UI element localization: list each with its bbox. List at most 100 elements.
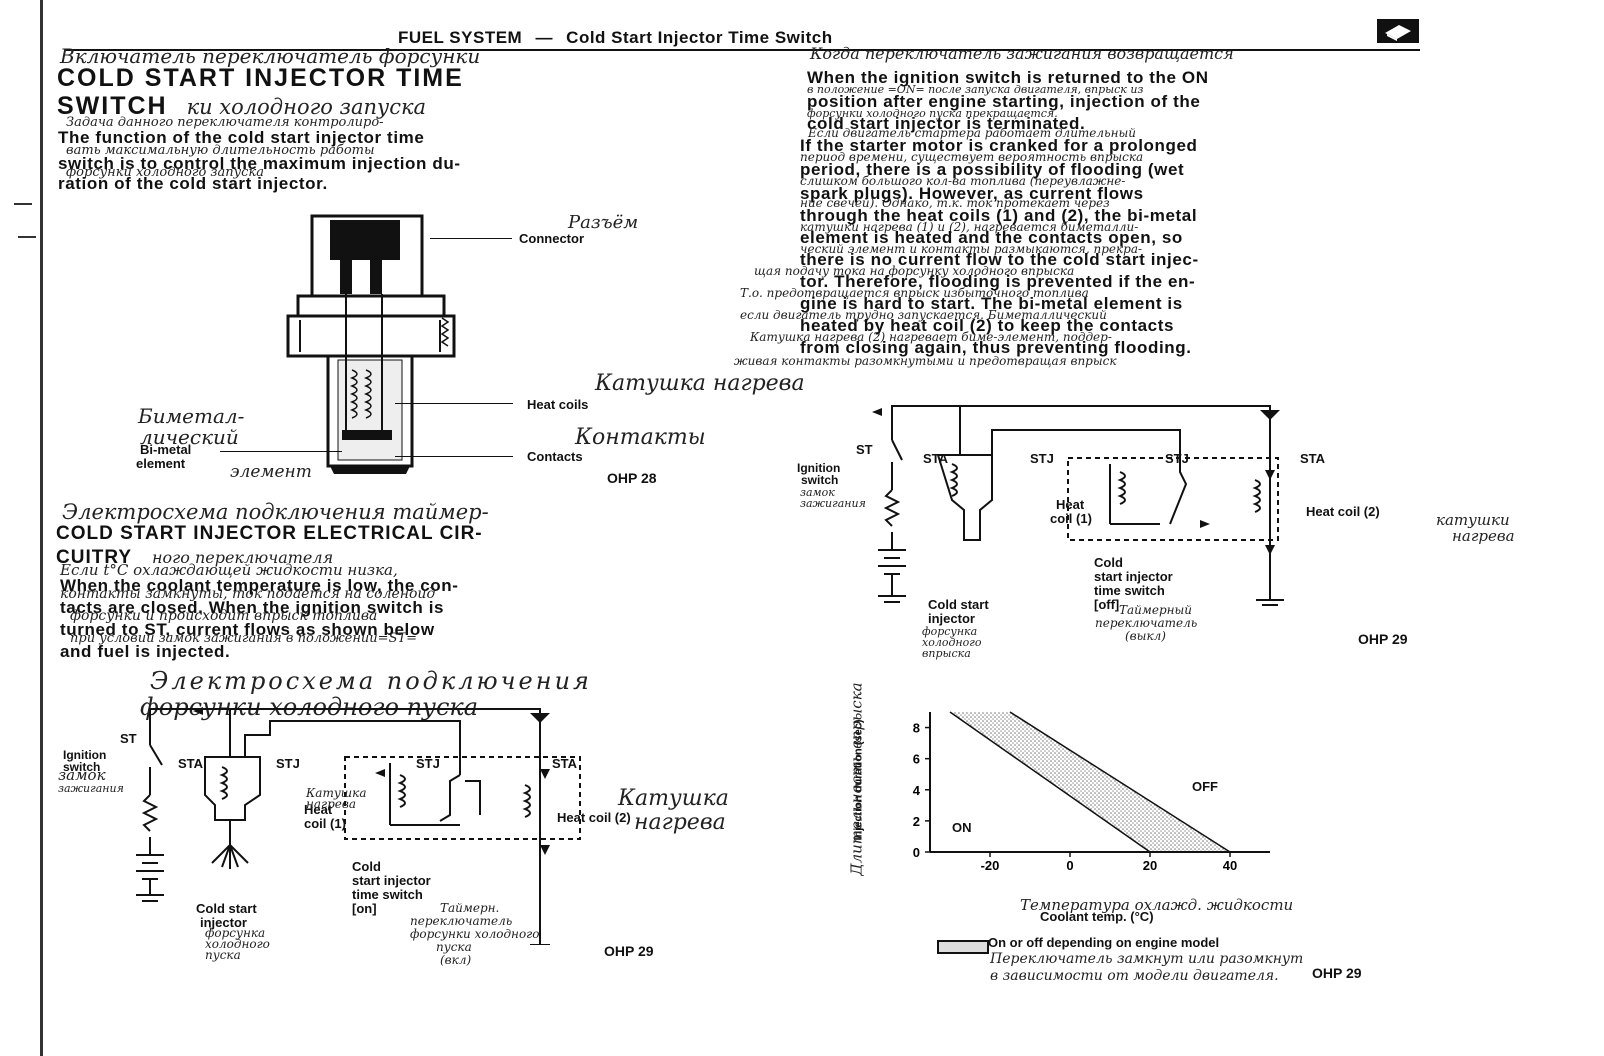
diag1-ignition: Ignition (63, 748, 107, 762)
sec2-line-3: turned to ST, current flows as shown bel… (60, 620, 435, 639)
leader-heat-coils (395, 403, 513, 404)
diag1-cold-switch: Cold start injector time switch [on] (352, 860, 431, 916)
diag2-ci-2: injector (928, 611, 975, 626)
diag1-csh-4: пуска (436, 940, 472, 954)
header-section: FUEL SYSTEM (398, 28, 523, 47)
diag2-cold-switch: Cold start injector time switch [off] (1094, 556, 1173, 612)
diag2-ci-1: Cold start (928, 597, 989, 612)
label-connector: Connector (519, 231, 584, 246)
section2-title-line1: COLD START INJECTOR ELECTRICAL CIR- (56, 523, 483, 544)
diag2-cs-3: time switch (1094, 583, 1165, 598)
diag1-heat2-hand-1: Катушка (618, 786, 729, 811)
chart-x-tick-label: 40 (1223, 858, 1237, 873)
p2-line-5: element is heated and the contacts open,… (800, 228, 1183, 247)
sec2-line-2: tacts are closed. When the ignition swit… (60, 598, 445, 617)
header-rule (66, 49, 1420, 51)
diag1-heat2-hand-2: нагрева (634, 810, 726, 835)
p2-line-2: period, there is a possibility of floodi… (800, 160, 1185, 179)
chart-xlabel-hand: Температура охлажд. жидкости (1020, 896, 1294, 914)
chart-on-label: ON (952, 820, 972, 835)
diag1-ci-hand: форсунка холодного пуска (205, 926, 270, 962)
p2-line-7: tor. Therefore, flooding is prevented if… (800, 272, 1196, 291)
intro-line-3: ration of the cold start injector. (58, 174, 328, 193)
chart-x-tick-label: 0 (1066, 858, 1073, 873)
diag1-switch: switch (63, 760, 101, 774)
diag1-ci-2: injector (200, 915, 247, 930)
chart-y-tick-label: 4 (913, 783, 921, 798)
chart-x-tick-label: 20 (1143, 858, 1157, 873)
diag1-csh-2: переключатель (410, 914, 513, 928)
hand-p2-4: ние свечей). Однако, т.к. ток протекает … (800, 196, 1110, 210)
diag1-csh-1: Таймерн. (440, 901, 500, 915)
diag2-cs-1: Cold (1094, 555, 1123, 570)
hand-sec2-4: при условии замок зажигания в положении=… (70, 631, 418, 646)
diag2-stj1: STJ (1030, 451, 1054, 466)
intro-line-2: switch is to control the maximum injecti… (58, 154, 461, 173)
diag1-heat1-hand-2: нагрева (306, 797, 357, 811)
diag1-heat2-hand: Катушка нагрева (618, 787, 729, 835)
switch-cutaway-drawing (286, 214, 456, 474)
hand-p2-2: период времени, существует вероятность в… (800, 150, 1144, 164)
p2-line-1: If the starter motor is cranked for a pr… (800, 136, 1198, 155)
section-title: COLD START INJECTOR TIME SWITCH ки холод… (57, 64, 464, 121)
diag1-ign-hand: замок зажигания (58, 768, 124, 796)
hand-caption-2: форсунки холодного пуска (140, 693, 479, 721)
sec2-line-1: When the coolant temperature is low, the… (60, 576, 459, 595)
hand-sec2-2: контакты замкнуты, ток подается на солен… (60, 586, 436, 602)
hand-p2-7: щая подачу тока на форсунку холодного вп… (754, 264, 1075, 278)
diag2-sta2: STA (1300, 451, 1326, 466)
hand-intro-1: Задача данного переключателя контролиро- (66, 115, 384, 130)
hand-intro-3: форсунки холодного запуска (66, 165, 264, 180)
leader-bimetal (220, 451, 342, 452)
hand-bimetal-1: Биметал- (138, 404, 245, 428)
ohp-28: OHP 28 (607, 470, 657, 486)
diag1-cs-2: start injector (352, 873, 431, 888)
diag1-ign-hand-2: зажигания (58, 782, 124, 795)
diag2-ign-hand-2: зажигания (800, 497, 866, 510)
label-bimetal: Bi-metal (140, 442, 192, 457)
diag1-cih-3: пуска (205, 948, 241, 962)
p1-line-2: position after engine starting, injectio… (807, 92, 1201, 111)
p1-line-1: When the ignition switch is returned to … (807, 68, 1209, 87)
hand-p2-3: слишком большого кол-ва топлива (переувл… (800, 174, 1126, 188)
sec2-line-4: and fuel is injected. (60, 642, 231, 661)
diag2-heat2-hand-1: катушки (1436, 511, 1510, 529)
hand-p2-8: Т.о. предотвращается впрыск избыточного … (740, 286, 1089, 300)
section2-title-line2: CUITRY (56, 547, 132, 568)
section2-title: COLD START INJECTOR ELECTRICAL CIR- CUIT… (56, 522, 483, 570)
diag2-st-label: ST (856, 442, 873, 457)
hand-contacts: Контакты (575, 425, 706, 450)
label-contacts: Contacts (527, 449, 583, 464)
leader-connector (430, 238, 512, 239)
label-heat-coils: Heat coils (527, 397, 589, 412)
diag2-heat2-hand: катушки нагрева (1436, 512, 1515, 544)
legend-swatch (937, 940, 989, 954)
section-title-line2: SWITCH (57, 92, 168, 120)
hand-connector: Разъём (568, 212, 639, 233)
punch-mark (14, 203, 32, 205)
diag1-csh-5: (вкл) (440, 953, 472, 967)
hand-sec2-3: форсунки и происходит впрыск топлива (70, 608, 378, 624)
diag2-ci-hand: форсунка холодного впрыска (922, 626, 981, 659)
chart-legend-hand-1: Переключатель замкнут или разомкнут (990, 951, 1304, 967)
diag1-cih-1: форсунка (205, 926, 266, 940)
diag2-ignition: Ignition (797, 461, 841, 475)
diag2-heat2-hand-2: нагрева (1452, 527, 1515, 545)
diag1-heat1-hand: Катушка нагрева (306, 787, 366, 811)
diag1-stj2: STJ (416, 756, 440, 771)
hand-sec2-1: Если t°С охлаждающей жидкости низка, (60, 561, 398, 579)
p2-line-3: spark plugs). However, as current flows (800, 184, 1144, 203)
chart-y-tick-label: 0 (913, 845, 920, 860)
p2-line-6: there is no current flow to the cold sta… (800, 250, 1199, 269)
chart-legend: On or off depending on engine model (988, 935, 1220, 950)
diag2-ohp: OHP 29 (1358, 631, 1408, 647)
hand-p1-1: в положение =ON= после запуска двигателя… (807, 83, 1144, 96)
diag1-cold-injector: Cold start injector (196, 902, 257, 930)
diag1-stj1: STJ (276, 756, 300, 771)
hand-bimetal-3: элемент (230, 462, 312, 482)
hand-note-title: ки холодного запуска (186, 95, 427, 119)
hand-p2-9: если двигатель трудно запускается. Бимет… (740, 308, 1107, 322)
diag2-csh-1: Таймерный (1119, 603, 1193, 617)
hand-p2-1: Если двигатель стартера работает длитель… (808, 126, 1136, 140)
diag2-cs-4: [off] (1094, 597, 1120, 612)
